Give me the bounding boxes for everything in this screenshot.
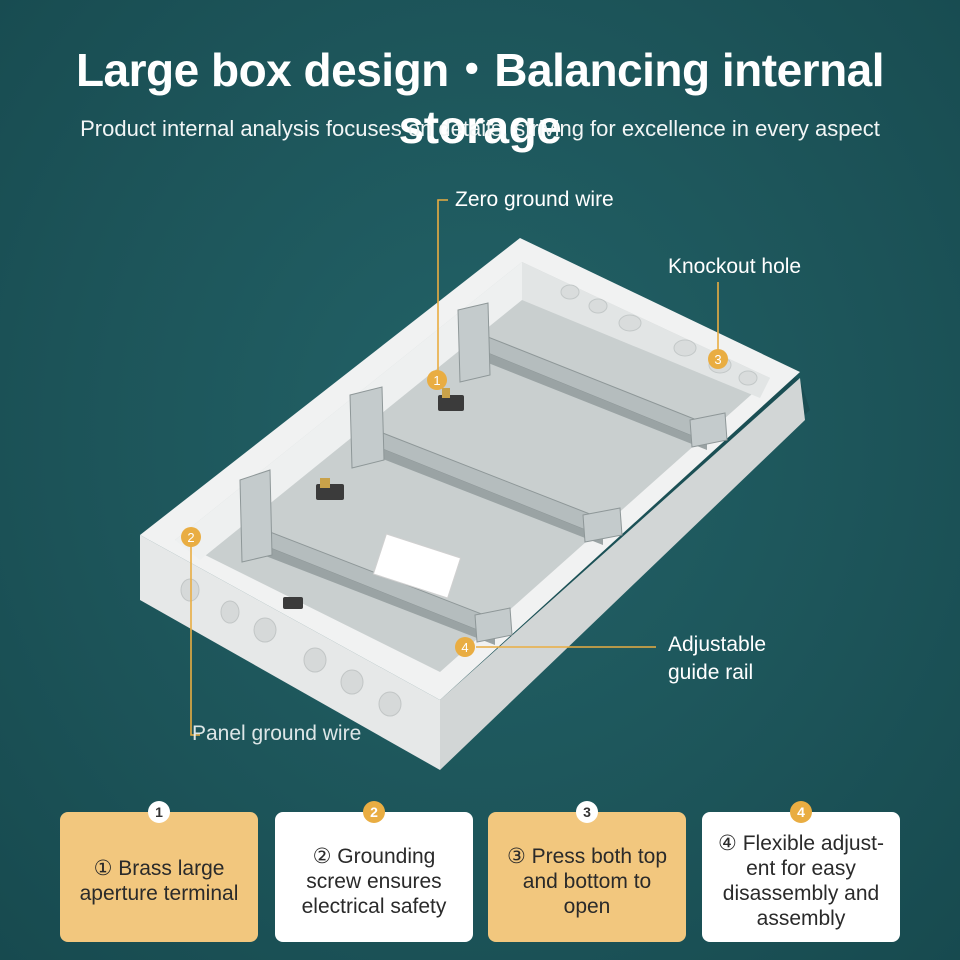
knockout-holes — [560, 284, 758, 386]
marker-1 — [427, 370, 447, 390]
marker-4-label: 4 — [461, 640, 468, 655]
guide-rails — [248, 334, 723, 645]
feature-card-4: 4 ④ Flexible adjust-ent for easy disasse… — [702, 801, 900, 942]
page-subtitle: Product internal analysis focuses on det… — [80, 116, 880, 141]
callout-zero-ground-wire: Zero ground wire — [455, 188, 614, 211]
callout-adjustable-guide-rail: Adjustable guide rail — [668, 633, 767, 684]
card-number-badge: 1 — [148, 801, 170, 823]
card-text: ③ Press both top and bottom to open — [506, 844, 668, 918]
callout-knockout-hole: Knockout hole — [668, 255, 802, 278]
leader-lines — [190, 199, 719, 736]
box-right-wall — [440, 378, 805, 770]
card-number-badge: 4 — [790, 801, 812, 823]
markers: 1 2 3 4 — [181, 349, 728, 657]
card-text: ① Brass large aperture terminal — [79, 857, 239, 905]
marker-1-label: 1 — [433, 373, 440, 388]
marker-3 — [708, 349, 728, 369]
feature-card-3: 3 ③ Press both top and bottom to open — [488, 801, 686, 942]
feature-card-1: 1 ① Brass large aperture terminal — [60, 801, 258, 942]
marker-4 — [455, 637, 475, 657]
card-number-badge: 3 — [576, 801, 598, 823]
box-front-wall — [140, 535, 440, 770]
rail-brackets — [239, 302, 728, 643]
box-inner-back-right — [522, 262, 770, 398]
callout-panel-ground-wire: Panel ground wire — [192, 722, 362, 745]
card-text: ④ Flexible adjust-ent for easy disassemb… — [718, 832, 884, 930]
product-label — [372, 533, 462, 599]
marker-2-label: 2 — [187, 530, 194, 545]
feature-card-2: 2 ② Grounding screw ensures electrical s… — [275, 801, 473, 942]
page-title: Large box design・Balancing internal stor… — [75, 44, 885, 153]
knockout-holes-front — [180, 578, 402, 717]
terminals — [283, 388, 464, 609]
feature-cards: 1 ① Brass large aperture terminal 2 ② Gr… — [60, 801, 902, 942]
card-number-badge: 2 — [363, 801, 385, 823]
marker-2 — [181, 527, 201, 547]
card-text: ② Grounding screw ensures electrical saf… — [301, 844, 447, 918]
marker-3-label: 3 — [714, 352, 721, 367]
